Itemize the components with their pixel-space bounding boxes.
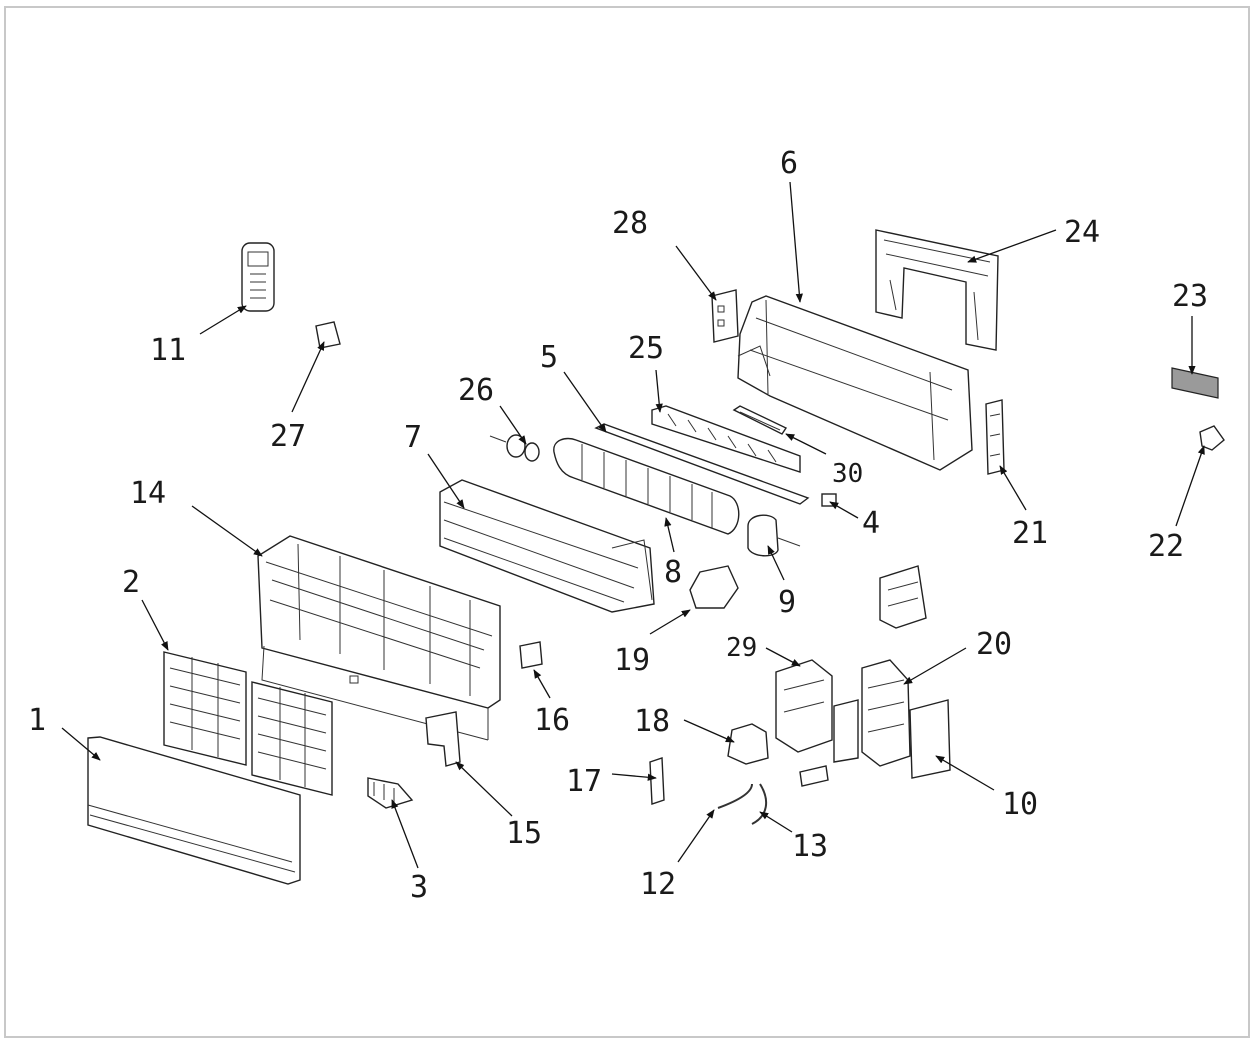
callout-labels: 1 2 3 4 5 6 7 8 9 10 11 12 13 14 15 16 1… xyxy=(28,146,1208,905)
label-1: 1 xyxy=(28,703,46,738)
label-16: 16 xyxy=(534,703,570,738)
label-5: 5 xyxy=(540,340,558,375)
label-19: 19 xyxy=(614,643,650,678)
label-22: 22 xyxy=(1148,529,1184,564)
label-17: 17 xyxy=(566,764,602,799)
diagram-frame xyxy=(4,6,1250,1038)
label-30: 30 xyxy=(832,459,863,489)
label-29: 29 xyxy=(726,633,757,663)
label-23: 23 xyxy=(1172,279,1208,314)
part-1-front-panel xyxy=(87,736,301,885)
part-14-front-casing xyxy=(257,535,501,741)
part-9-fan-motor xyxy=(747,514,801,557)
label-18: 18 xyxy=(634,704,670,739)
part-2-air-filters xyxy=(163,651,333,796)
part-25-louvers xyxy=(651,405,801,473)
part-17-holder xyxy=(649,757,665,805)
part-26-bearing xyxy=(489,434,540,462)
label-15: 15 xyxy=(506,816,542,851)
part-3-clip xyxy=(367,777,414,809)
part-11-remote-controller xyxy=(241,242,275,312)
part-24-mounting-plate xyxy=(875,229,999,351)
part-19-motor-bracket xyxy=(689,565,739,609)
part-30-swing-blade xyxy=(732,405,788,435)
part-21-bracket xyxy=(985,399,1005,475)
part-12-13-cables xyxy=(717,783,768,825)
label-4: 4 xyxy=(862,506,880,541)
label-24: 24 xyxy=(1064,215,1100,250)
label-14: 14 xyxy=(130,476,166,511)
part-8-cross-flow-fan xyxy=(553,437,740,535)
part-10-terminal-cover xyxy=(909,699,951,779)
label-6: 6 xyxy=(780,146,798,181)
part-20-electric-box xyxy=(861,565,927,767)
label-20: 20 xyxy=(976,627,1012,662)
label-28: 28 xyxy=(612,206,648,241)
part-27-remote-holder xyxy=(315,321,341,349)
part-18-board xyxy=(727,723,769,765)
label-8: 8 xyxy=(664,555,682,590)
label-25: 25 xyxy=(628,331,664,366)
label-3: 3 xyxy=(410,870,428,905)
part-29-electric-cover xyxy=(775,659,859,763)
label-26: 26 xyxy=(458,373,494,408)
part-23-insulation xyxy=(1171,367,1219,399)
capacitor-block xyxy=(799,765,829,787)
part-28-bracket xyxy=(711,289,739,343)
label-11: 11 xyxy=(150,333,186,368)
leader-lines xyxy=(61,181,1205,869)
label-27: 27 xyxy=(270,419,306,454)
label-7: 7 xyxy=(404,420,422,455)
label-10: 10 xyxy=(1002,787,1038,822)
part-22-joint xyxy=(1199,425,1225,451)
part-16-sensor xyxy=(519,641,543,669)
label-13: 13 xyxy=(792,829,828,864)
part-6-chassis xyxy=(737,295,973,471)
part-15-display-board xyxy=(425,711,461,767)
label-21: 21 xyxy=(1012,516,1048,551)
label-9: 9 xyxy=(778,585,796,620)
label-2: 2 xyxy=(122,565,140,600)
label-12: 12 xyxy=(640,867,676,902)
part-7-evaporator xyxy=(439,479,655,613)
